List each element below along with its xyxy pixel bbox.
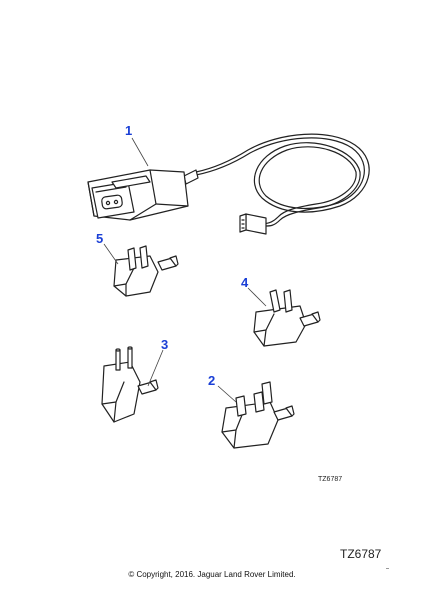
eu-plug-adapter bbox=[101, 346, 159, 423]
callout-5: 5 bbox=[96, 231, 104, 246]
us-plug-adapter bbox=[113, 245, 179, 297]
corner-mark bbox=[386, 568, 389, 569]
leader-line-2 bbox=[217, 385, 237, 403]
figure-reference-small: TZ6787 bbox=[318, 476, 343, 483]
callout-3: 3 bbox=[161, 337, 169, 352]
callout-1: 1 bbox=[125, 123, 133, 138]
uk-plug-adapter bbox=[221, 381, 295, 449]
callout-2: 2 bbox=[208, 373, 216, 388]
charger-unit bbox=[87, 133, 370, 235]
copyright-notice: © Copyright, 2016. Jaguar Land Rover Lim… bbox=[128, 570, 296, 579]
callout-4: 4 bbox=[241, 275, 249, 290]
au-plug-adapter bbox=[253, 289, 321, 347]
figure-reference-large: TZ6787 bbox=[340, 547, 382, 561]
leader-line-4 bbox=[247, 287, 267, 307]
leader-line-1 bbox=[131, 137, 149, 167]
leader-line-3 bbox=[147, 349, 164, 387]
leader-line-5 bbox=[103, 243, 119, 265]
